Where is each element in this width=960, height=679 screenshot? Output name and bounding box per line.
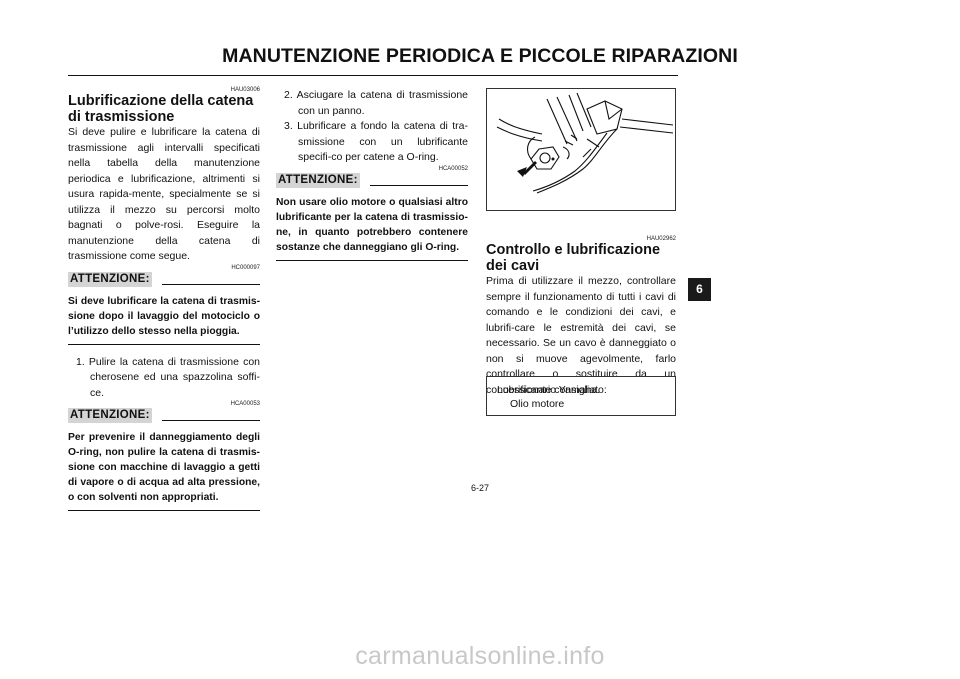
caution-text: Non usare olio motore o qualsiasi altro … [276, 196, 468, 253]
caution-code: HCA00052 [438, 165, 468, 172]
caution-end-rule [276, 259, 468, 261]
caution-line [369, 184, 468, 186]
caution-line [161, 283, 260, 285]
caution-code: HCA00053 [230, 401, 260, 407]
step-2: 2. Asciugare la catena di trasmissione c… [284, 89, 468, 117]
caution-code: HC000097 [231, 264, 260, 271]
page-header-title: MANUTENZIONE PERIODICA E PICCOLE RIPARAZ… [222, 45, 738, 67]
caution-header: ATTENZIONE: [68, 271, 260, 287]
lubricant-label: Lubrificante consigliato: [497, 384, 607, 396]
lubricant-value: Olio motore [510, 398, 565, 410]
section-code: HAU02962 [646, 236, 676, 242]
column-2: 2. Asciugare la catena di trasmissione c… [276, 88, 468, 261]
caution-label: ATTENZIONE: [68, 271, 152, 287]
column-1: HAU03006 Lubrificazione della catena di … [68, 87, 260, 511]
section-body: Prima di utilizzare il mezzo, controllar… [486, 275, 676, 396]
chain-illustration [496, 92, 674, 194]
watermark: carmanualsonline.info [355, 642, 605, 670]
chapter-tab: 6 [688, 278, 711, 301]
caution-header: ATTENZIONE: [68, 407, 260, 423]
section-heading: Controllo e lubrificazione dei cavi [486, 242, 661, 274]
caution-label: ATTENZIONE: [276, 172, 360, 188]
recommended-lubricant-box: Lubrificante consigliato: Olio motore [486, 376, 676, 416]
chain-lubrication-figure [486, 88, 676, 211]
column-3: HAU02962 Controllo e lubrificazione dei … [486, 236, 676, 398]
section-code: HAU03006 [230, 87, 260, 93]
caution-text: Per prevenire il danneggiamento degli O-… [68, 432, 260, 503]
caution-text: Si deve lubrificare la catena di trasmis… [68, 295, 260, 337]
section-heading: Lubrificazione della catena di trasmissi… [68, 93, 254, 125]
step-3: 3. Lubrificare a fondo la catena di tra-… [284, 120, 468, 163]
caution-line [161, 420, 260, 421]
caution-label: ATTENZIONE: [68, 408, 152, 423]
caution-end-rule [68, 510, 260, 511]
step-1: 1. Pulire la catena di trasmissione con … [76, 355, 260, 399]
caution-end-rule [68, 343, 260, 345]
header-rule [68, 75, 678, 76]
section-intro: Si deve pulire e lubrificare la catena d… [68, 126, 260, 262]
caution-header: ATTENZIONE: [276, 172, 468, 188]
page-number: 6-27 [470, 483, 489, 493]
